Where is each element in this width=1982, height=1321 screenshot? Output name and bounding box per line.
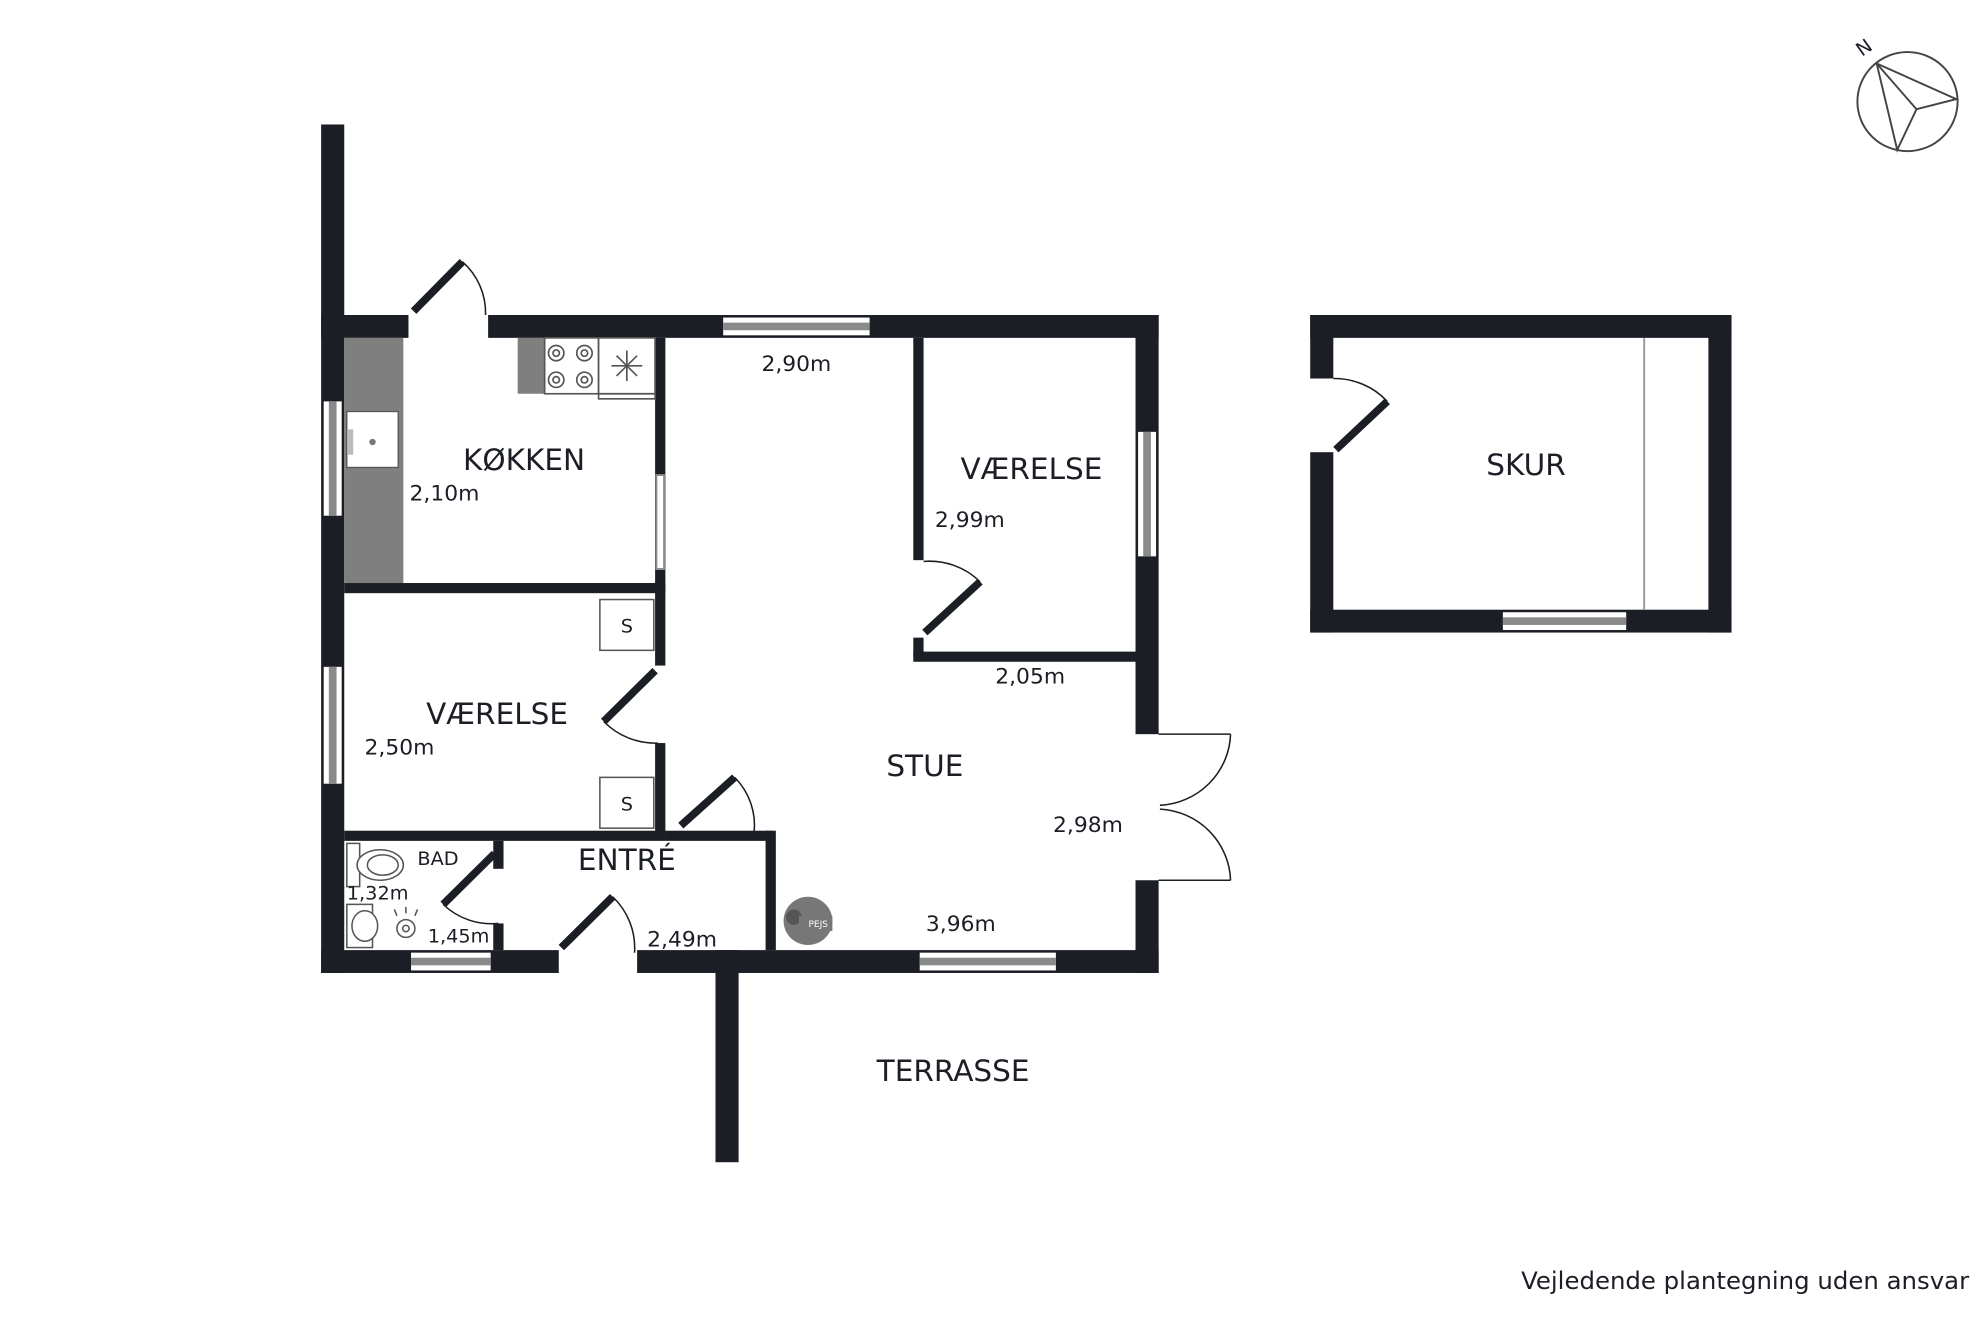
room-label-living: STUE [886,749,963,783]
dimension-kitchen-depth: 2,10m [410,482,480,507]
closet-mark: S [621,615,633,638]
fireplace-label: PEJS [808,920,828,930]
stove-icon [543,337,600,395]
disclaimer-text: Vejledende plantegning uden ansvar [1521,1266,1969,1295]
shed-door [1333,377,1390,453]
room-label-terrace: TERRASSE [876,1054,1030,1088]
kitchen-fixtures [344,337,546,584]
closet-lower: S [599,776,655,829]
dimension-kitchen-width: 2,90m [761,352,831,377]
toilet-icon [346,842,405,888]
room-label-entrance: ENTRÉ [578,842,676,877]
compass-north-label: N [1851,34,1876,61]
dimension-living-depth: 2,98m [1053,813,1123,838]
fireplace-icon: PEJS [783,896,833,946]
closet-mark: S [621,792,633,815]
refrigerator-icon [597,337,656,400]
dimension-bath-depth: 1,32m [347,881,409,904]
closet-upper: S [599,598,655,652]
room-label-bathroom: BAD [417,847,458,870]
room-label-bedroom-2: VÆRELSE [426,697,568,731]
shed-window [1502,612,1627,631]
room-label-bedroom-1: VÆRELSE [960,452,1102,486]
dimension-bedroom-1-width: 2,05m [995,664,1065,689]
windows [323,317,1157,971]
dimension-entrance-width: 2,49m [647,927,717,952]
room-label-kitchen: KØKKEN [463,443,585,477]
dimension-bath-width: 1,45m [428,925,490,948]
room-label-shed: SKUR [1486,448,1565,482]
dimension-bedroom-2-depth: 2,50m [365,736,435,761]
dimension-living-width: 3,96m [926,912,996,937]
washbasin-icon [346,903,379,949]
compass-icon [1856,51,1960,153]
shower-icon [393,906,419,939]
dimension-bedroom-1-depth: 2,99m [935,508,1005,533]
doors [410,259,1232,953]
